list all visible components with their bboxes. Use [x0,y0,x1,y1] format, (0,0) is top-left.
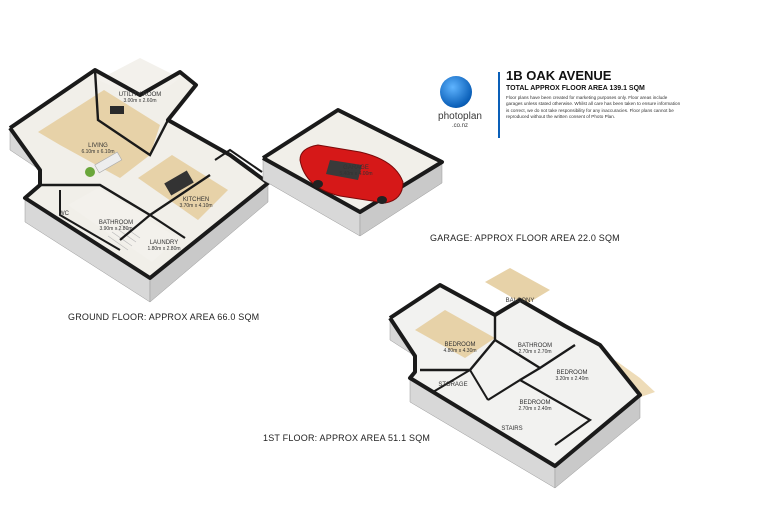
house-icon [440,76,472,108]
side-deck [615,360,655,400]
bedroom3-dim: 2.70m x 2.40m [518,406,551,412]
first-interior-walls [420,315,497,372]
first-bathroom-name: BATHROOM [518,343,552,349]
utility-room-dim: 3.00m x 2.60m [123,98,156,104]
ground-floor-plan: UTILITY ROOM 3.00m x 2.60m LIVING 6.10m … [8,58,270,303]
first-floor-area-label: 1ST FLOOR: APPROX AREA 51.1 SQM [263,433,430,443]
laundry-floor [120,220,178,262]
property-title: 1B OAK AVENUE [506,68,612,83]
garage-area-label: GARAGE: APPROX FLOOR AREA 22.0 SQM [430,233,620,243]
ground-interior-walls-3 [119,213,186,241]
bedroom2-dim: 3.20m x 2.40m [555,376,588,382]
ground-floor-area-label: GROUND FLOOR: APPROX AREA 66.0 SQM [68,312,259,322]
first-interior-walls-5 [432,368,489,401]
laundry-name: LAUNDRY [150,240,179,246]
first-interior-walls-4 [519,367,541,381]
wc-name: WC [59,211,70,217]
laundry-dim: 1.80m x 2.80m [147,246,180,252]
bedroom2-name: BEDROOM [556,370,587,376]
ground-interior-walls-4 [59,190,121,251]
ground-interior-walls-2 [40,174,211,217]
first-interior-walls-3 [487,378,593,446]
logo-sub: .co.nz [451,123,468,129]
first-bathroom-dim: 2.70m x 2.70m [518,349,551,355]
garage-walls [261,108,444,214]
balcony-deck [485,268,550,305]
property-header: photoplan .co.nz 1B OAK AVENUE TOTAL APP… [430,68,680,148]
living-floor [38,90,160,178]
ground-interior-walls-5 [214,148,263,173]
living-name: LIVING [88,143,108,149]
living-dim: 6.10m x 6.10m [81,149,114,155]
plant [85,167,95,177]
storage-name: STORAGE [438,382,467,388]
bathroom-floor [68,188,148,240]
tv-unit [110,106,124,114]
ground-interior-walls [93,69,170,157]
photoplan-logo: photoplan .co.nz [430,76,494,138]
total-area: TOTAL APPROX FLOOR AREA 139.1 SQM [506,85,645,92]
bedroom1-name: BEDROOM [444,342,475,348]
garage-name: GARAGE [343,165,369,171]
sofa [94,151,123,174]
stairs-name: STAIRS [501,426,522,432]
first-floor-walls [388,283,642,468]
garage-plan: GARAGE 5.40m x 4.00m [261,108,444,237]
kitchen-name: KITCHEN [183,197,209,203]
disclaimer-text: Floor plans have been created for market… [506,95,681,119]
utility-floor [98,58,180,102]
car-icon [299,144,404,204]
balcony-name: BALCONY [506,298,535,304]
bedroom3-name: BEDROOM [519,400,550,406]
garage-dim: 5.40m x 4.00m [339,171,372,177]
ground-bathroom-name: BATHROOM [99,220,133,226]
first-floor-plan: BALCONY BEDROOM 4.80m x 4.30m BATHROOM 2… [388,268,655,489]
bedroom1-floor [415,310,495,358]
header-divider [498,72,500,138]
kitchen-dim: 3.70m x 4.10m [179,203,212,209]
logo-text: photoplan [438,111,482,122]
bedroom1-dim: 4.80m x 4.30m [443,348,476,354]
ground-bathroom-dim: 3.90m x 2.80m [99,226,132,232]
utility-room-name: UTILITY ROOM [119,92,162,98]
kitchen-island [164,170,194,196]
